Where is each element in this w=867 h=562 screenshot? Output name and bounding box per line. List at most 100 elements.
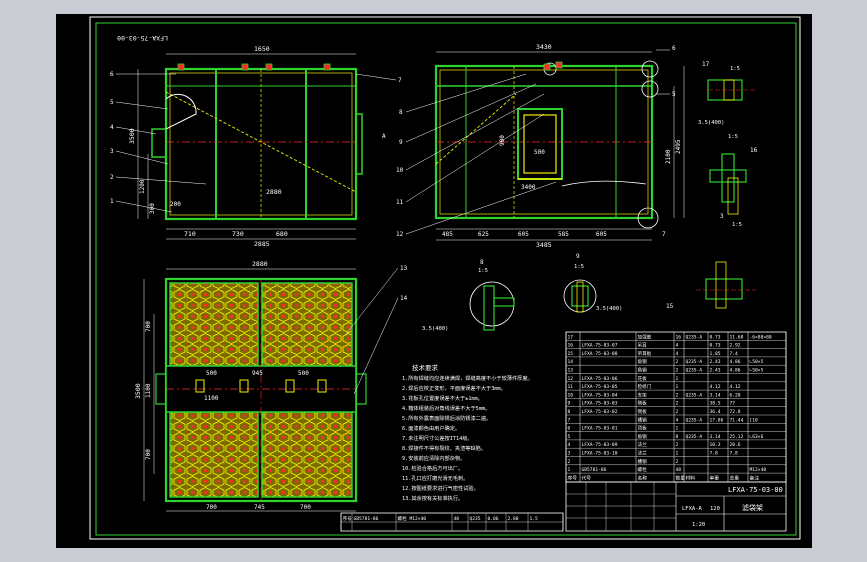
dim-fv-0: 1650 (254, 45, 270, 53)
bom-cell: LFXA-75-03-01 (582, 426, 618, 432)
bom-cell: 4.86 (730, 359, 741, 365)
bom-cell: LFXA-75-03-07 (582, 343, 618, 349)
bom-cell: 检修门 (638, 383, 652, 390)
bom-header: 数量 (676, 474, 686, 481)
bom-cell: 2 (676, 409, 679, 415)
bom-cell: 7 (568, 417, 571, 423)
bom-cell: 0.73 (710, 343, 721, 349)
bom-cell: 8 (676, 434, 679, 440)
note-line: 10.检验合格后方可出厂。 (402, 464, 463, 472)
bom-cell: 4.86 (730, 368, 741, 374)
dim-pv-5: 500 (206, 370, 217, 377)
note-line: 13.其余按有关标准执行。 (402, 494, 463, 502)
bom-cell: 侧板 (638, 408, 648, 415)
bom-cell: 角钢 (638, 433, 648, 440)
bom-cell: 4 (568, 442, 571, 448)
bom-cell: 2 (676, 392, 679, 398)
bom-cell: 角钢 (638, 358, 648, 365)
dim-pv-3: 1100 (145, 383, 152, 398)
dim-fv-2: 3500 (128, 128, 136, 144)
dim-pv-4: 700 (145, 449, 152, 460)
callout-fv-4: 2 (110, 174, 114, 181)
dim-sv-7: 585 (558, 231, 569, 238)
bom-cell: 顶板 (638, 425, 648, 432)
bom-cell: 1 (676, 376, 679, 382)
detail-label-4: 15 (666, 303, 674, 310)
bom-cell: 槽钢 (638, 416, 648, 423)
callout-sv-6: 5 (672, 91, 676, 98)
callout-pv-1: 14 (400, 295, 408, 302)
callout-fv-6: 7 (398, 77, 402, 84)
bom-cell: 3.14 (710, 434, 721, 440)
dim-sv-0: 3430 (536, 43, 552, 51)
detail-label-8: 1:5 (574, 264, 584, 270)
bom-cell: 1 (676, 451, 679, 457)
detail-label-3: 1:5 (728, 134, 738, 140)
bom-cell: 72.8 (730, 409, 741, 415)
bom-cell: 13 (568, 368, 574, 374)
callout-pv-0: 13 (400, 265, 408, 272)
bom-cell: 花板 (638, 375, 648, 382)
bom-header: 序号 (568, 474, 578, 481)
bom-cell: 支架 (638, 391, 648, 398)
dim-fv-3: 710 (184, 230, 196, 238)
bom-cell: Q235-A (686, 334, 703, 340)
bom-cell: LFXA-75-03-02 (582, 409, 618, 415)
note-line: 3.花板孔位置度误差不大于±1mm。 (402, 394, 483, 402)
rotated-code: LFXA-75-03-00 (117, 34, 168, 42)
dim-pv-0: 2880 (252, 260, 268, 268)
plan-view: 2880 3500 700 1100 700 500 945 500 1100 … (134, 260, 408, 512)
bom-cell: 2 (676, 459, 679, 465)
detail-label-5: 8 (480, 259, 484, 266)
callout-sv-2: 10 (396, 167, 404, 174)
bom-cell: 48 (676, 467, 682, 473)
bom-cell: 20.6 (730, 442, 741, 448)
bom-cell: 4.12 (730, 384, 741, 390)
dim-sv-5: 625 (478, 231, 489, 238)
bom-cell: 16 (676, 334, 682, 340)
footer-cell: GB5781-86 (354, 516, 379, 522)
callout-sv-4: 12 (396, 231, 404, 238)
bom-cell: 吊耳板 (638, 350, 652, 357)
detail-label-7: 9 (576, 253, 580, 260)
detail-note-1: 3.5(400) (596, 306, 623, 312)
bom-cell: ∟50×5 (750, 368, 764, 374)
bom-cell: 36.4 (710, 409, 721, 415)
bom-cell: 3.14 (710, 392, 721, 398)
title-name: 滤袋架 (742, 503, 763, 512)
side-view: 3430 900 500 3400 485 625 605 585 605 34… (396, 43, 685, 249)
bom-cell: 12 (568, 376, 574, 382)
bom-cell: 71.44 (730, 417, 744, 423)
bom-cell: 38.5 (710, 401, 721, 407)
bom-cell: 6 (568, 426, 571, 432)
bom-cell: [10 (750, 417, 759, 423)
bom-cell: 17.86 (710, 417, 724, 423)
bom-cell: 11.68 (730, 334, 744, 340)
bom-header: 总重 (730, 474, 740, 481)
bom-cell: 3 (568, 451, 571, 457)
dim-fv-9: 200 (170, 201, 181, 208)
bom-cell: 2.43 (710, 359, 721, 365)
title-scale: 1:20 (692, 522, 705, 528)
dim-pv-2: 700 (145, 321, 152, 332)
dim-sv-8: 605 (596, 231, 607, 238)
inner-frame (95, 22, 797, 536)
footer-cell: 2.88 (508, 516, 519, 522)
bom-cell: 7.8 (730, 451, 739, 457)
bom-cell: 9 (568, 401, 571, 407)
dim-fv-1: 2880 (266, 188, 282, 196)
drawing-canvas[interactable]: LFXA-75-03-00 1650 2880 3500 710 730 680 (56, 14, 812, 548)
bom-header: 备注 (750, 474, 760, 481)
dim-sv-11: 2495 (675, 139, 682, 154)
technical-notes: 技术要求 1.所有焊缝均应连续满焊，焊缝高度不小于较薄件厚度。2.焊后应校正变形… (402, 363, 533, 502)
bom-cell: 77 (730, 401, 736, 407)
dim-pv-7: 500 (298, 370, 309, 377)
bom-cell: -6×80×80 (750, 334, 772, 340)
footer-cell: 48 (454, 516, 460, 522)
bom-cell: ∟63×6 (750, 434, 764, 440)
dim-fv-4: 730 (232, 230, 244, 238)
bom-cell: 10 (568, 392, 574, 398)
bom-cell: Q235-A (686, 368, 703, 374)
bom-cell: 14 (568, 359, 574, 365)
bom-cell: 2.92 (730, 343, 741, 349)
